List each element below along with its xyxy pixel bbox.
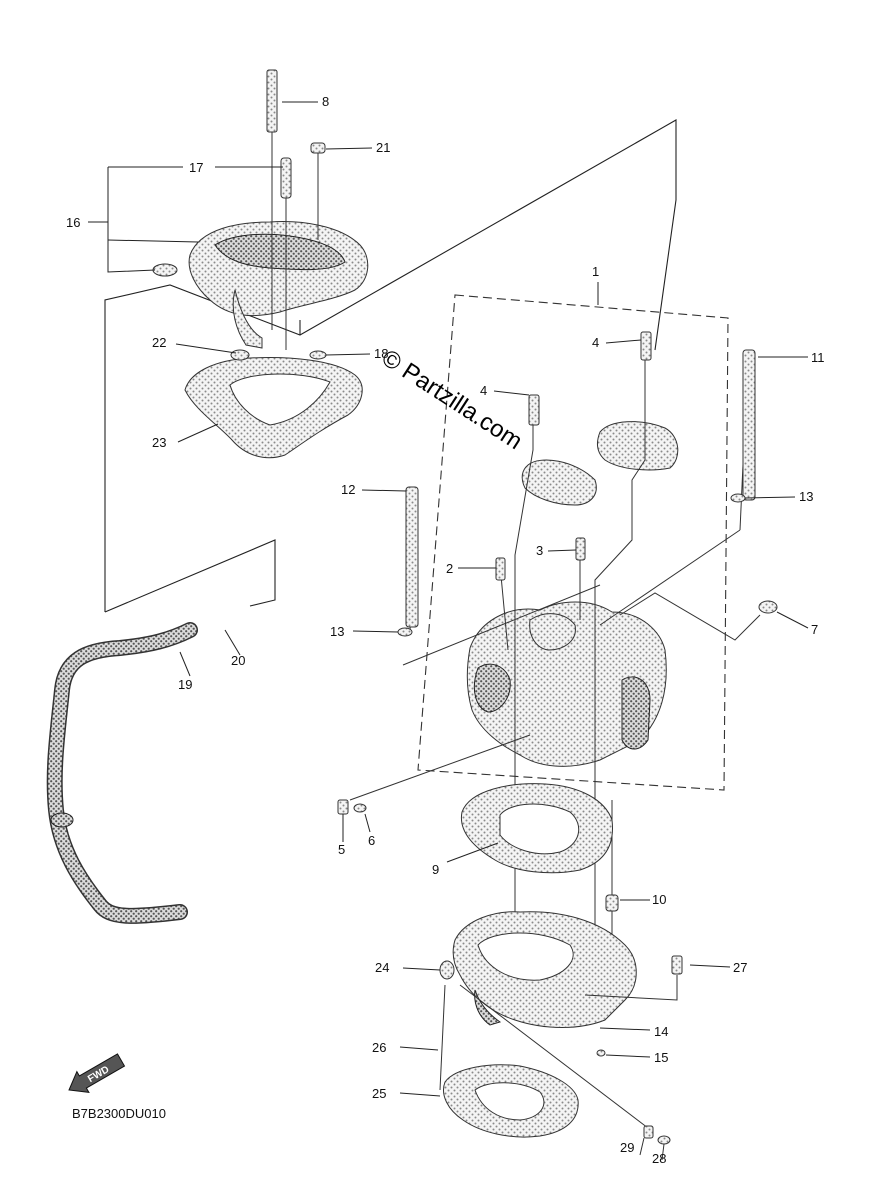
callout-8: 8 — [322, 94, 329, 109]
callout-19: 19 — [178, 677, 192, 692]
callout-15: 15 — [654, 1050, 668, 1065]
callout-28: 28 — [652, 1151, 666, 1166]
fwd-label: FWD — [86, 1064, 111, 1085]
callout-7: 7 — [811, 622, 818, 637]
washer-13-right — [730, 493, 746, 503]
carburetor-body — [466, 421, 679, 767]
screw-3 — [575, 537, 586, 561]
leader-lines — [88, 101, 809, 1097]
callout-4-left: 4 — [480, 383, 487, 398]
bolt-27 — [584, 955, 683, 1001]
diagram-code: B7B2300DU010 — [72, 1106, 166, 1121]
part-15 — [596, 1049, 606, 1057]
callout-5: 5 — [338, 842, 345, 857]
intake-manifold-14 — [452, 911, 637, 1028]
callout-11: 11 — [811, 350, 825, 365]
carburetor-assembly-frame — [417, 294, 729, 791]
callout-labels: 1 2 3 4 4 5 6 7 8 9 10 11 12 13 13 14 15… — [66, 94, 825, 1166]
callout-3: 3 — [536, 543, 543, 558]
bolt-4-left — [528, 394, 540, 426]
callout-20: 20 — [231, 653, 245, 668]
bolt-8 — [266, 69, 278, 330]
screw-5-6 — [337, 799, 367, 815]
callout-29: 29 — [620, 1140, 634, 1155]
hose-19 — [46, 622, 198, 924]
callout-23: 23 — [152, 435, 166, 450]
upper-assembly-frame — [104, 119, 677, 613]
callout-24: 24 — [375, 960, 389, 975]
callout-25: 25 — [372, 1086, 386, 1101]
pin-10 — [605, 894, 619, 912]
gasket-23 — [184, 357, 363, 459]
callout-6: 6 — [368, 833, 375, 848]
callout-10: 10 — [652, 892, 666, 907]
callout-18: 18 — [374, 346, 388, 361]
part-24 — [439, 960, 455, 980]
washer-13-left — [397, 627, 413, 637]
callout-26: 26 — [372, 1040, 386, 1055]
gasket-25 — [443, 1064, 579, 1138]
bolts-28-29 — [459, 984, 671, 1161]
watermark: © Partzilla.com — [377, 344, 527, 455]
callout-4-right: 4 — [592, 335, 599, 350]
callout-13-right: 13 — [799, 489, 813, 504]
callout-13-left: 13 — [330, 624, 344, 639]
screw-2 — [495, 557, 506, 581]
bolt-21 — [310, 142, 326, 240]
bolt-4-right — [640, 331, 652, 361]
callout-16: 16 — [66, 215, 80, 230]
callout-22: 22 — [152, 335, 166, 350]
callout-27: 27 — [733, 960, 747, 975]
pipe-17 — [280, 157, 292, 350]
callout-1: 1 — [592, 264, 599, 279]
gasket-9 — [460, 783, 614, 874]
callout-2: 2 — [446, 561, 453, 576]
callout-14: 14 — [654, 1024, 668, 1039]
clip-16-detail — [152, 263, 178, 277]
fwd-arrow-icon: FWD — [68, 1053, 126, 1094]
callout-9: 9 — [432, 862, 439, 877]
bolt-11 — [742, 349, 756, 501]
callout-12: 12 — [341, 482, 355, 497]
bolt-12 — [405, 486, 419, 628]
callout-17: 17 — [189, 160, 203, 175]
bolt-26 — [439, 984, 446, 1091]
part-18 — [309, 350, 327, 360]
callout-21: 21 — [376, 140, 390, 155]
part-22 — [230, 349, 250, 361]
upper-cover-assembly — [188, 221, 369, 349]
part-7 — [758, 600, 778, 614]
